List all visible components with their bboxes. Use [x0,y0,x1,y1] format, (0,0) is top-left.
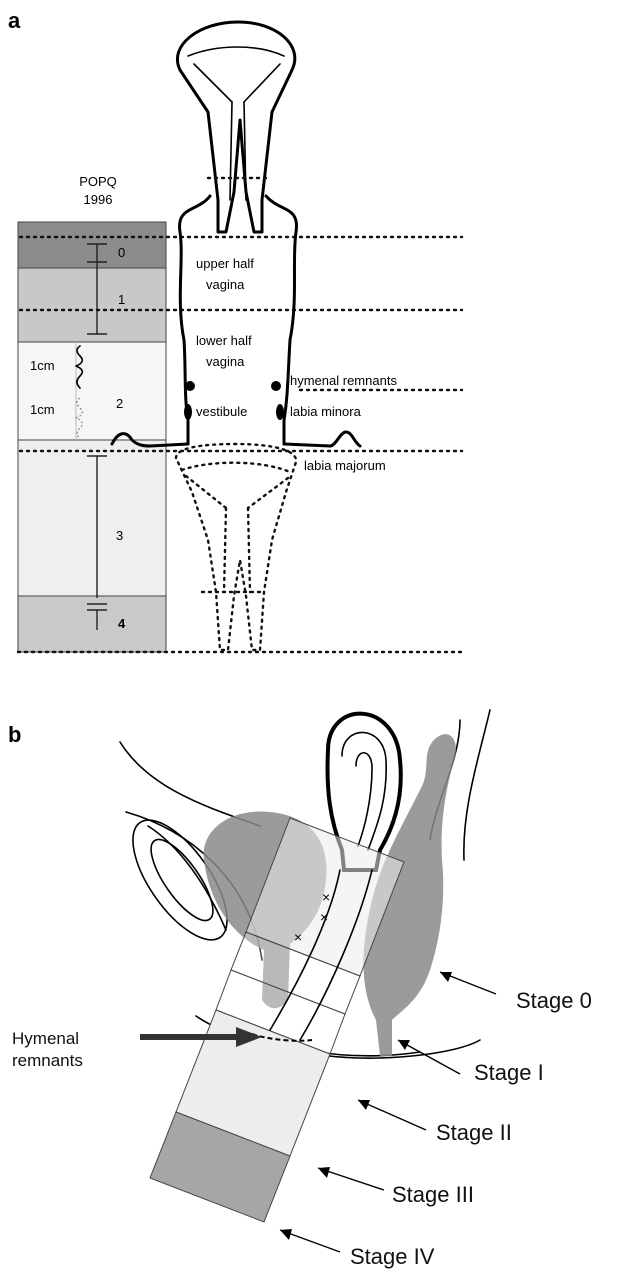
cm-label-2: 1cm [30,402,55,417]
svg-text:×: × [320,909,328,925]
scale-label-0: 0 [118,245,125,260]
scale-label-4: 4 [118,616,126,631]
popq-year: 1996 [84,192,113,207]
anatomy-labels: upper half vagina lower half vagina hyme… [196,256,397,473]
popq-title: POPQ [79,174,117,189]
stage-ruler [150,818,404,1222]
scale-row-0 [18,222,166,268]
hymenal-label-2: remnants [12,1051,83,1070]
panel-b-letter: b [8,722,21,747]
stage-label-3: Stage III [392,1182,474,1207]
scale-row-3 [18,440,166,596]
label-upper-vagina: vagina [206,277,245,292]
scale-row-2 [18,342,166,440]
label-vestibule: vestibule [196,404,247,419]
svg-text:×: × [322,889,330,905]
popq-scale: POPQ 1996 0 1 2 3 4 1cm 1cm [18,174,166,652]
stage-label-0: Stage 0 [516,988,592,1013]
stage-label-1: Stage I [474,1060,544,1085]
svg-text:×: × [294,929,302,945]
prolapsed-uterus-outline [176,444,296,650]
hymenal-label-1: Hymenal [12,1029,79,1048]
panel-a-letter: a [8,8,21,33]
label-lower-vagina: vagina [206,354,245,369]
scale-label-1: 1 [118,292,125,307]
scale-row-1 [18,268,166,342]
label-hymenal-remnants: hymenal remnants [290,373,397,388]
label-labia-minora: labia minora [290,404,362,419]
stage-label-2: Stage II [436,1120,512,1145]
stage-label-4: Stage IV [350,1244,435,1269]
label-labia-majorum: labia majorum [304,458,386,473]
label-lower-half: lower half [196,333,252,348]
scale-label-3: 3 [116,528,123,543]
cm-label-1: 1cm [30,358,55,373]
scale-label-2: 2 [116,396,123,411]
label-upper-half: upper half [196,256,254,271]
